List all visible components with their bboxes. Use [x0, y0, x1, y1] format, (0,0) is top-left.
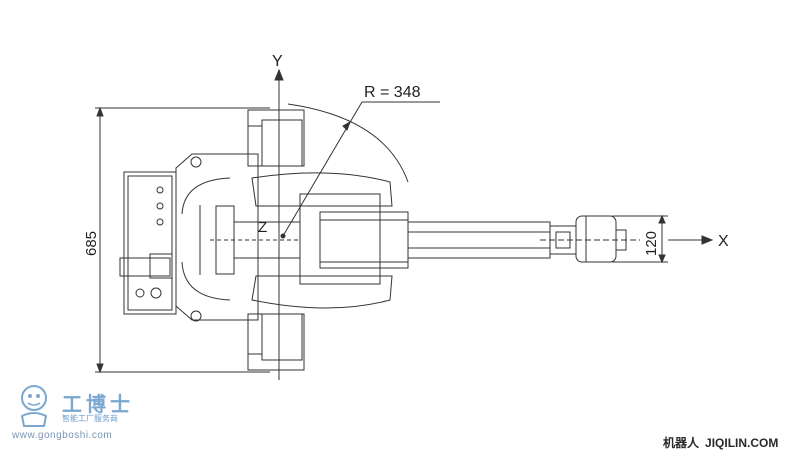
z-origin [280, 233, 286, 239]
base-housing [175, 153, 259, 321]
lower-rail [247, 313, 305, 371]
watermark-url: www.gongboshi.com [12, 430, 113, 441]
watermark-right: 机器人 JIQILIN.COM [663, 434, 778, 451]
z-axis-label: Z [258, 219, 267, 236]
control-box [123, 171, 177, 315]
mascot-logo [20, 385, 48, 427]
upper-rail [247, 109, 305, 167]
y-axis-label: Y [272, 53, 283, 70]
x-axis-arrow [701, 235, 714, 245]
end-effector [575, 215, 617, 263]
dim-120-label: 120 [643, 231, 660, 256]
x-axis-label: X [718, 233, 729, 250]
connector [119, 257, 171, 277]
radius-label: R = 348 [364, 84, 421, 101]
dim-685-label: 685 [83, 231, 100, 256]
forearm [407, 221, 551, 259]
watermark-brand: 工博士 [62, 392, 134, 416]
watermark-tagline: 智能工厂服务商 [62, 414, 118, 423]
watermark-right-latin: JIQILIN.COM [705, 436, 779, 450]
shoulder-joint [251, 172, 393, 207]
watermark-right-cn: 机器人 [663, 436, 700, 450]
reach-arc [287, 103, 409, 183]
y-axis-arrow [274, 68, 284, 81]
